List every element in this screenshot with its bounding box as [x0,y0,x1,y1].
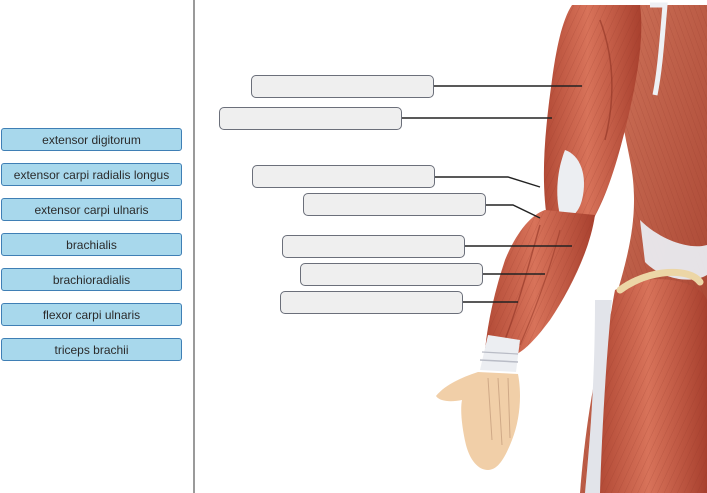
drop-target-5[interactable] [282,235,465,258]
drop-target-6[interactable] [300,263,483,286]
label-chip-flexor-carpi-ulnaris[interactable]: flexor carpi ulnaris [1,303,182,326]
drop-target-4[interactable] [303,193,486,216]
drop-target-3[interactable] [252,165,435,188]
drop-target-1[interactable] [251,75,434,98]
label-chip-extensor-digitorum[interactable]: extensor digitorum [1,128,182,151]
hand-illustration [436,372,520,470]
label-chip-brachioradialis[interactable]: brachioradialis [1,268,182,291]
label-chip-brachialis[interactable]: brachialis [1,233,182,256]
drop-target-7[interactable] [280,291,463,314]
leader-line-3 [435,177,540,187]
upper-arm-muscles [544,5,641,225]
leader-line-4 [486,205,540,218]
label-chip-triceps-brachii[interactable]: triceps brachii [1,338,182,361]
forearm-muscles [480,210,595,372]
word-bank-panel: extensor digitorum extensor carpi radial… [0,0,195,493]
label-chip-extensor-carpi-radialis-longus[interactable]: extensor carpi radialis longus [1,163,182,186]
drop-target-2[interactable] [219,107,402,130]
label-chip-extensor-carpi-ulnaris[interactable]: extensor carpi ulnaris [1,198,182,221]
